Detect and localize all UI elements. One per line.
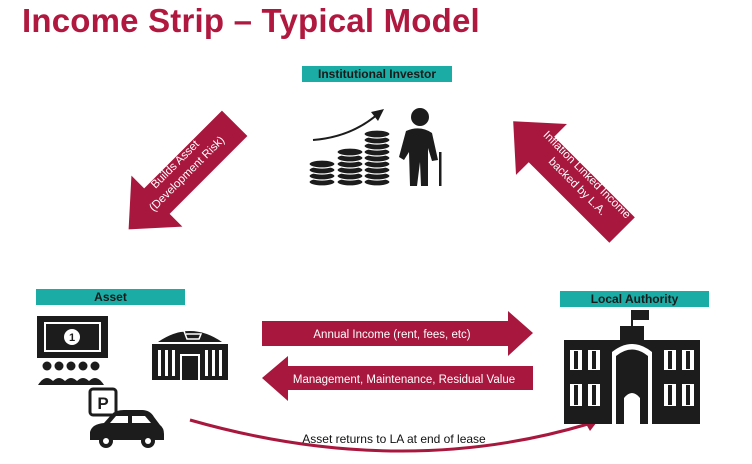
asset-returns-arrow: Asset returns to LA at end of lease <box>189 417 600 453</box>
annual-income-arrow: Annual Income (rent, fees, etc) <box>262 311 533 356</box>
asset-returns-label: Asset returns to LA at end of lease <box>302 432 486 446</box>
annual-income-label: Annual Income (rent, fees, etc) <box>313 329 470 341</box>
car-icon <box>90 410 164 448</box>
cinema-icon: 1 <box>37 316 108 385</box>
label-institutional-investor: Institutional Investor <box>302 66 452 82</box>
label-asset: Asset <box>36 289 185 305</box>
parking-sign-icon: P <box>88 387 118 417</box>
page-title: Income Strip – Typical Model <box>22 2 480 39</box>
town-hall-icon <box>564 310 700 424</box>
management-arrow: Management, Maintenance, Residual Value <box>262 356 533 401</box>
shopping-centre-icon <box>152 330 228 380</box>
builds-asset-arrow: Builds Asset (Development Risk) <box>128 110 248 230</box>
growth-arrow-icon <box>312 109 384 141</box>
coin-stacks-icon <box>308 129 391 187</box>
elderly-person-icon <box>399 108 442 186</box>
management-label: Management, Maintenance, Residual Value <box>293 374 515 386</box>
label-local-authority: Local Authority <box>560 291 709 307</box>
inflation-income-arrow: Inflation Linked Income backed by L.A. <box>513 121 635 243</box>
parking-letter: P <box>97 394 108 413</box>
cinema-seat-number: 1 <box>69 332 75 344</box>
